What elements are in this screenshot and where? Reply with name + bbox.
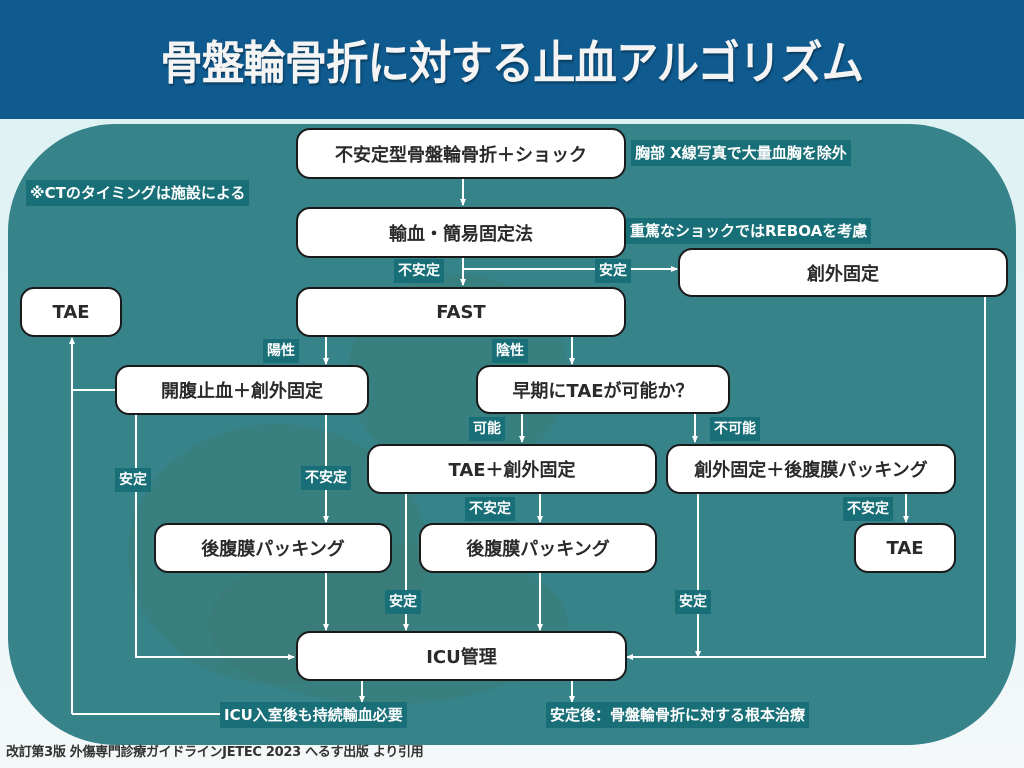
box-transfusion-simple-fixation: 輸血・簡易固定法 [296, 207, 626, 258]
tag-unstable: 不安定 [301, 466, 351, 490]
tag-unstable: 不安定 [465, 497, 515, 521]
page-title: 骨盤輪骨折に対する止血アルゴリズム [160, 35, 864, 90]
box-tae-right: TAE [854, 523, 956, 573]
box-icu-management: ICU管理 [296, 631, 627, 681]
tag-positive: 陽性 [263, 339, 299, 363]
box-early-tae-possible: 早期にTAEが可能か？ [476, 365, 730, 414]
tag-unstable: 不安定 [843, 497, 893, 521]
note-chest-xray: 胸部 X線写真で大量血胸を除外 [631, 140, 851, 166]
tag-stable: 安定 [385, 590, 421, 614]
tag-possible: 可能 [469, 417, 505, 441]
tag-stable: 安定 [115, 468, 151, 492]
note-icu-transfusion: ICU入室後も持続輸血必要 [220, 702, 407, 728]
tag-unstable: 不安定 [394, 259, 444, 283]
box-external-fixation: 創外固定 [678, 248, 1008, 297]
box-retroperitoneal-packing-left: 後腹膜パッキング [154, 523, 392, 573]
tag-impossible: 不可能 [710, 417, 760, 441]
title-bar: 骨盤輪骨折に対する止血アルゴリズム [0, 0, 1024, 119]
box-external-fixation-packing: 創外固定＋後腹膜パッキング [666, 444, 956, 494]
box-retroperitoneal-packing-mid: 後腹膜パッキング [419, 523, 657, 573]
box-tae-left: TAE [20, 287, 122, 337]
tag-negative: 陰性 [492, 339, 528, 363]
box-unstable-pelvic-fracture-shock: 不安定型骨盤輪骨折＋ショック [296, 128, 626, 179]
note-reboa: 重篤なショックではREBOAを考慮 [626, 218, 872, 244]
box-fast: FAST [296, 287, 626, 337]
note-definitive-treatment: 安定後：骨盤輪骨折に対する根本治療 [546, 702, 810, 728]
tag-stable: 安定 [595, 259, 631, 283]
box-tae-external-fixation: TAE＋創外固定 [367, 444, 657, 494]
note-ct-timing: ※CTのタイミングは施設による [26, 180, 250, 206]
citation-footer: 改訂第3版 外傷専門診療ガイドラインJETEC 2023 へるす出版 より引用 [6, 745, 424, 760]
box-laparotomy-external-fixation: 開腹止血＋創外固定 [115, 365, 369, 415]
tag-stable: 安定 [675, 590, 711, 614]
